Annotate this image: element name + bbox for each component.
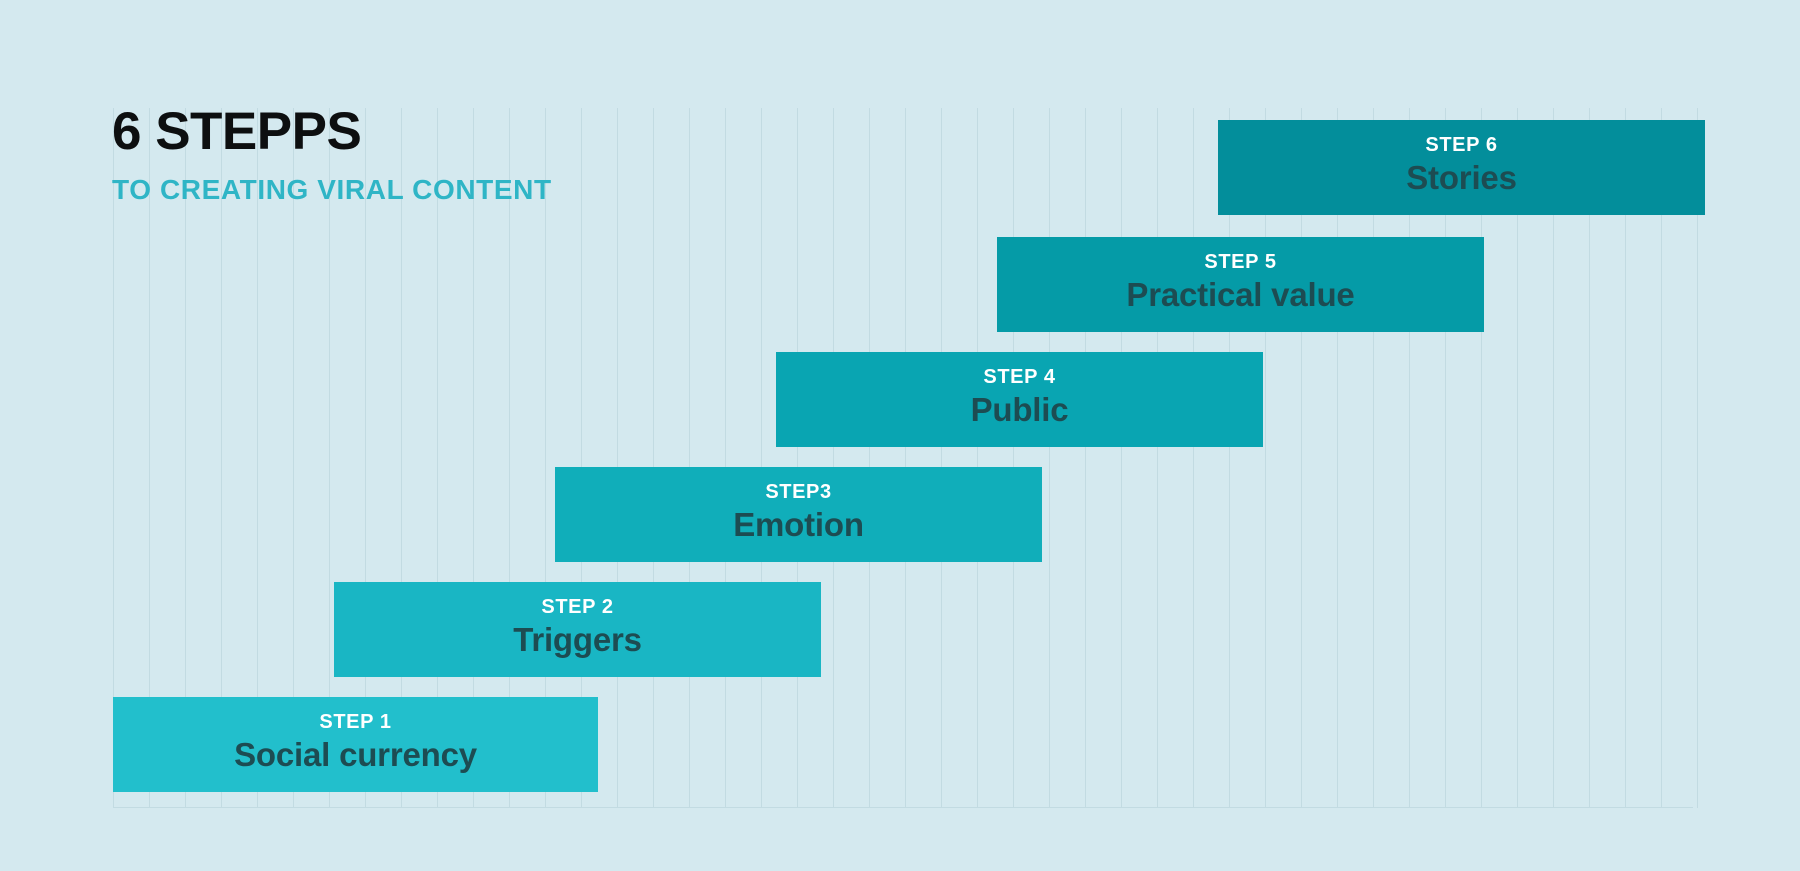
gridline	[905, 108, 906, 808]
step-bar-6-name: Stories	[1406, 159, 1517, 197]
gridline	[1085, 108, 1086, 808]
page-title: 6 STEPPS	[112, 102, 362, 161]
gridline	[833, 108, 834, 808]
step-bar-3-step-label: STEP3	[765, 481, 832, 504]
gridline	[977, 108, 978, 808]
gridline	[1049, 108, 1050, 808]
gridline	[1121, 108, 1122, 808]
step-bar-5-name: Practical value	[1126, 276, 1355, 314]
gridline	[1193, 108, 1194, 808]
heading-block: 6 STEPPS TO CREATING VIRAL CONTENT	[112, 104, 552, 205]
gridline	[689, 108, 690, 808]
gridline	[941, 108, 942, 808]
step-bar-5-step-label: STEP 5	[1204, 251, 1277, 274]
step-bar-6-step-label: STEP 6	[1425, 134, 1498, 157]
step-bar-2-step-label: STEP 2	[541, 596, 614, 619]
step-bar-4-name: Public	[970, 391, 1069, 429]
page-subtitle: TO CREATING VIRAL CONTENT	[112, 173, 552, 205]
step-bar-2-name: Triggers	[513, 621, 642, 659]
gridline	[1157, 108, 1158, 808]
gridline	[797, 108, 798, 808]
step-bar-1-step-label: STEP 1	[319, 711, 392, 734]
gridline	[1013, 108, 1014, 808]
baseline	[113, 807, 1693, 808]
gridline	[653, 108, 654, 808]
step-bar-1-name: Social currency	[234, 736, 477, 774]
gridline	[869, 108, 870, 808]
gridline	[761, 108, 762, 808]
step-bar-4-step-label: STEP 4	[983, 366, 1056, 389]
step-bar-3-name: Emotion	[733, 506, 864, 544]
gridline	[617, 108, 618, 808]
gridline	[725, 108, 726, 808]
